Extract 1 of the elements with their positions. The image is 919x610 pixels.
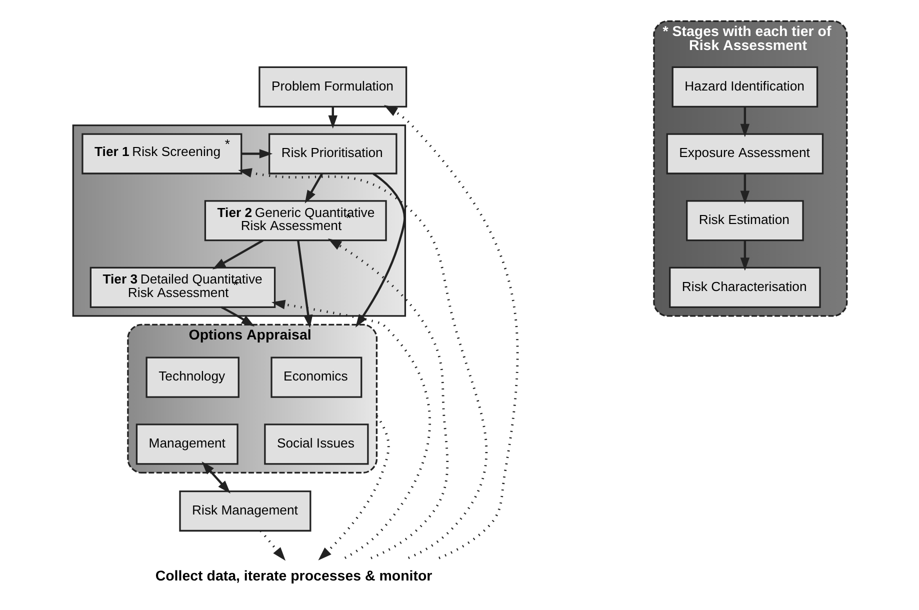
node-text: Collect data, iterate processes & monitor — [154, 568, 432, 585]
